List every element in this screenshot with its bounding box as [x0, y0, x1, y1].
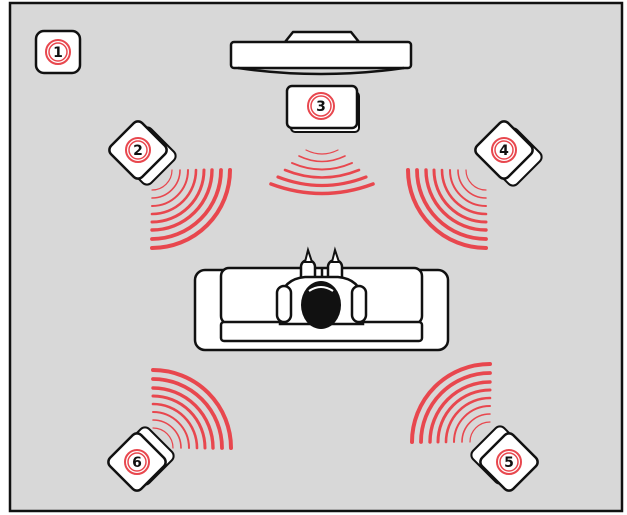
tv-icon — [229, 30, 413, 76]
front-left-speaker-icon: 2 — [108, 120, 177, 186]
marker-2-label: 2 — [133, 143, 143, 159]
room-label-1: 1 — [34, 29, 82, 75]
rear-right-speaker-icon: 5 — [470, 425, 539, 492]
listener-icon — [275, 246, 368, 329]
marker-3-label: 3 — [316, 99, 326, 115]
front-right-sound-wave-icon — [406, 168, 488, 250]
room-floor — [8, 1, 624, 513]
front-left-sound-wave-icon — [150, 168, 232, 250]
marker-4-label: 4 — [499, 143, 509, 159]
center-sound-wave-icon — [269, 149, 375, 196]
marker-5-label: 5 — [504, 455, 514, 471]
rear-left-sound-wave-icon — [151, 368, 233, 450]
center-speaker-icon: 3 — [285, 84, 360, 133]
front-right-speaker-icon: 4 — [474, 120, 543, 187]
marker-6-label: 6 — [132, 455, 142, 471]
rear-right-sound-wave-icon — [410, 362, 492, 444]
marker-1-label: 1 — [53, 45, 63, 61]
rear-left-speaker-icon: 6 — [107, 426, 175, 492]
